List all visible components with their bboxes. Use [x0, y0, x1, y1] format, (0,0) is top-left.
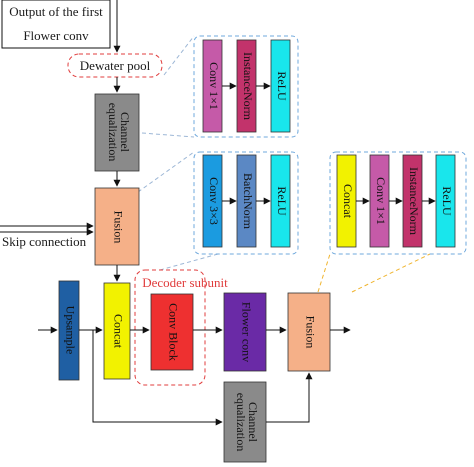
batchnorm-label: BatchNorm: [241, 173, 255, 230]
relu-label-right: ReLU: [440, 186, 454, 216]
dewater-pool-box: [67, 53, 163, 78]
callout-line-mid-upper: [137, 151, 195, 193]
skip-connection-label: Skip connection: [2, 234, 87, 249]
conv1x1-label-top: Conv 1×1: [207, 62, 221, 110]
concat-label-panel: Concat: [341, 184, 355, 219]
arrow-eq-to-fusion-bottom: [266, 372, 313, 423]
decoder-subunit-frame: [134, 269, 206, 386]
dewater-pool-label: Dewater pool: [80, 58, 151, 73]
callout-line-top-lower: [141, 132, 195, 138]
upsample-label: Upsample: [63, 306, 77, 355]
conv3x3-label: Conv 3×3: [207, 177, 221, 225]
output-label-line2: Flower conv: [23, 28, 89, 43]
panel-right-frame: [329, 151, 467, 255]
instancenorm-label-top: InstanceNorm: [241, 52, 255, 121]
panel-mid-frame: [193, 151, 299, 255]
conv-block-label: Conv Block: [166, 303, 180, 361]
relu-block-right: [435, 154, 456, 248]
callout-line-right-upper: [317, 253, 331, 293]
output-first-flower-box: [1, 0, 111, 49]
fusion-block-top: [94, 187, 140, 266]
relu-label-mid: ReLU: [275, 186, 289, 216]
decoder-subunit-label: Decoder subunit: [142, 275, 228, 290]
panel-top-frame: [193, 35, 299, 138]
callout-line-right-lower: [351, 253, 431, 293]
relu-block-top: [270, 39, 291, 133]
relu-label-top: ReLU: [275, 71, 289, 101]
concat-block-main: [103, 282, 131, 380]
fusion-label-bottom: Fusion: [303, 316, 317, 349]
fusion-block-bottom: [287, 292, 331, 372]
conv-block: [150, 293, 194, 371]
relu-block-mid: [270, 154, 291, 248]
channel-equalization-block-bottom: [223, 381, 267, 463]
residual-path-line: [92, 330, 223, 426]
fusion-label-top: Fusion: [111, 211, 125, 244]
flower-conv-label: Flower conv: [239, 302, 253, 362]
channel-equalization-label-top: Channelequalization: [106, 103, 132, 162]
callout-line-top-upper: [163, 35, 195, 76]
callout-line-mid-lower: [159, 253, 219, 271]
instancenorm-label-right: InstanceNorm: [407, 167, 421, 236]
concat-label-main: Concat: [111, 314, 125, 349]
flower-conv-block: [223, 292, 267, 372]
output-label-line1: Output of the first: [9, 4, 103, 19]
conv1x1-label-right: Conv 1×1: [374, 177, 388, 225]
channel-equalization-label-bottom: Channelequalization: [234, 393, 260, 452]
callout-lines: [137, 35, 431, 293]
